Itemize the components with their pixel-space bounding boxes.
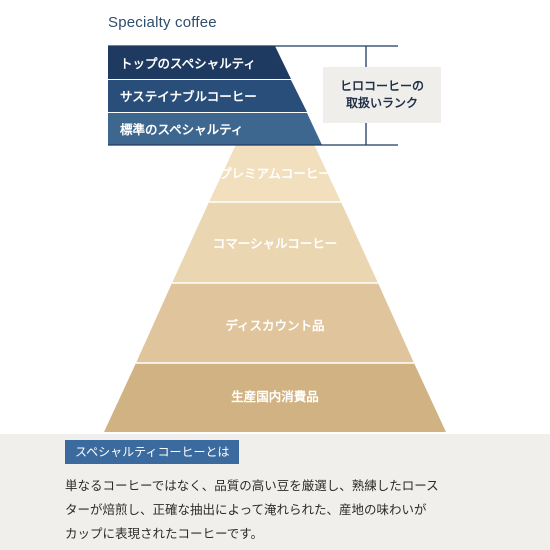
- specialty-band-sustainable: [108, 80, 307, 112]
- specialty-label-standard: 標準のスペシャルティ: [120, 122, 243, 137]
- description-heading: スペシャルティコーヒーとは: [65, 440, 240, 464]
- description-line: ターが焙煎し、正確な抽出によって淹れられた、産地の味わいが: [65, 502, 427, 517]
- rank-label-box: ヒロコーヒーの 取扱いランク: [323, 67, 441, 123]
- specialty-label-sustainable: サステイナブルコーヒー: [120, 89, 257, 104]
- tier-commercial: [172, 202, 378, 283]
- description-text: 単なるコーヒーではなく、品質の高い豆を厳選し、熟練したロース ターが焙煎し、正確…: [65, 474, 495, 546]
- pyramid-label-discount: ディスカウント品: [225, 318, 324, 333]
- tier-discount: [136, 283, 414, 363]
- specialty-band-standard: [108, 113, 322, 145]
- pyramid-label-commercial: コマーシャルコーヒー: [213, 236, 338, 251]
- tier-premium: [209, 138, 341, 202]
- description-line: 単なるコーヒーではなく、品質の高い豆を厳選し、熟練したロース: [65, 478, 439, 493]
- tier-domestic: [104, 363, 446, 432]
- specialty-label-top: トップのスペシャルティ: [120, 56, 256, 71]
- diagram-title: Specialty coffee: [108, 14, 217, 31]
- pyramid-label-domestic: 生産国内消費品: [231, 389, 319, 404]
- description-line: カップに表現されたコーヒーです。: [65, 526, 264, 541]
- rank-label-line2: 取扱いランク: [345, 96, 418, 110]
- specialty-band-top: [108, 46, 291, 79]
- pyramid-label-premium: プレミアムコーヒー: [219, 166, 331, 181]
- rank-label-line1: ヒロコーヒーの: [339, 79, 424, 93]
